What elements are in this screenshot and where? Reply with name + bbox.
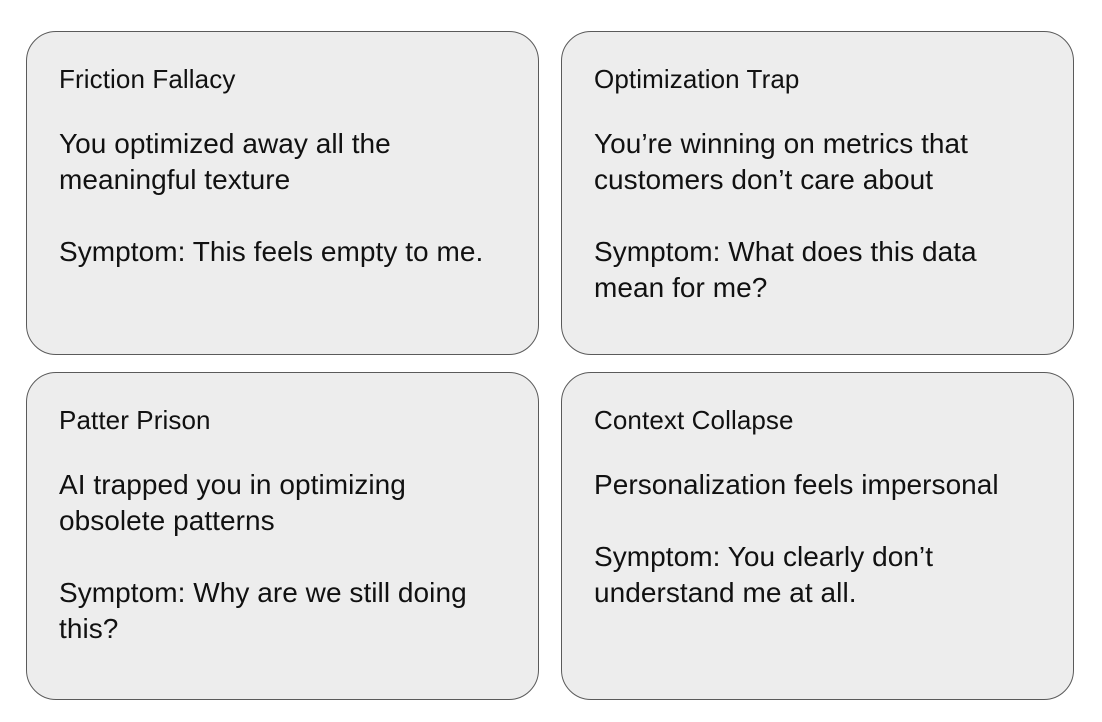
card-symptom: Symptom: You clearly don’t understand me… xyxy=(594,541,934,608)
card-title: Context Collapse xyxy=(594,405,794,435)
card-grid: Friction Fallacy You optimized away all … xyxy=(26,31,1074,700)
card-patter-prison[interactable]: Patter Prison AI trapped you in optimizi… xyxy=(26,372,539,700)
card-optimization-trap[interactable]: Optimization Trap You’re winning on metr… xyxy=(561,31,1074,355)
card-context-collapse[interactable]: Context Collapse Personalization feels i… xyxy=(561,372,1074,700)
card-title: Patter Prison xyxy=(59,405,211,435)
card-symptom: Symptom: Why are we still doing this? xyxy=(59,577,467,644)
card-symptom: Symptom: What does this data mean for me… xyxy=(594,236,977,303)
card-description: You optimized away all the meaningful te… xyxy=(59,128,391,195)
card-title: Friction Fallacy xyxy=(59,64,236,94)
card-title: Optimization Trap xyxy=(594,64,800,94)
card-description: You’re winning on metrics that customers… xyxy=(594,128,969,195)
card-symptom: Symptom: This feels empty to me. xyxy=(59,236,484,267)
card-description: Personalization feels impersonal xyxy=(594,469,999,500)
card-friction-fallacy[interactable]: Friction Fallacy You optimized away all … xyxy=(26,31,539,355)
card-description: AI trapped you in optimizing obsolete pa… xyxy=(59,469,406,536)
